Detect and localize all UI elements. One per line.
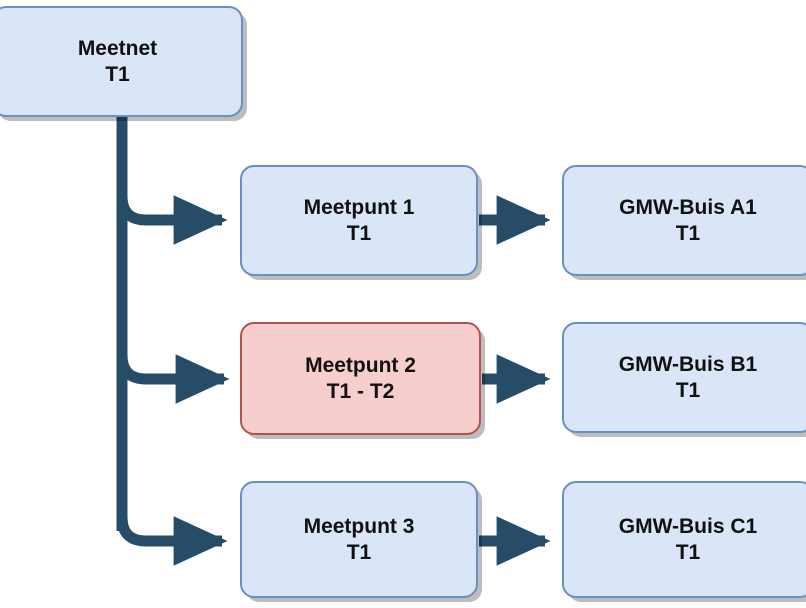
node-gmw-buis-a1-label: GMW-Buis A1 bbox=[619, 195, 757, 219]
node-meetnet-sublabel: T1 bbox=[105, 62, 130, 86]
connector-meetnet-to-meetpunt-1 bbox=[116, 195, 228, 245]
node-meetpunt-2-label: Meetpunt 2 bbox=[305, 353, 416, 377]
node-gmw-buis-b1[interactable]: GMW-Buis B1 T1 bbox=[562, 322, 806, 433]
node-meetpunt-1-label: Meetpunt 1 bbox=[303, 195, 415, 219]
connector-meetnet-to-meetpunt-2 bbox=[116, 354, 230, 404]
node-gmw-buis-c1[interactable]: GMW-Buis C1 T1 bbox=[562, 481, 806, 598]
node-meetpunt-3-sublabel: T1 bbox=[346, 540, 372, 564]
connector-meetnet-to-meetpunt-3 bbox=[116, 516, 228, 566]
node-gmw-buis-a1-sublabel: T1 bbox=[675, 221, 701, 245]
node-gmw-buis-b1-label: GMW-Buis B1 bbox=[618, 352, 758, 376]
node-gmw-buis-c1-sublabel: T1 bbox=[675, 540, 701, 564]
node-meetpunt-3[interactable]: Meetpunt 3 T1 bbox=[240, 481, 478, 598]
node-meetnet[interactable]: Meetnet T1 bbox=[0, 6, 243, 117]
node-meetpunt-2[interactable]: Meetpunt 2 T1 - T2 bbox=[240, 322, 481, 435]
node-meetpunt-3-label: Meetpunt 3 bbox=[303, 514, 415, 538]
node-meetpunt-2-sublabel: T1 - T2 bbox=[326, 379, 395, 403]
node-gmw-buis-a1[interactable]: GMW-Buis A1 T1 bbox=[562, 165, 806, 276]
node-meetnet-label: Meetnet bbox=[77, 36, 158, 60]
node-meetpunt-1[interactable]: Meetpunt 1 T1 bbox=[240, 165, 478, 276]
node-gmw-buis-c1-label: GMW-Buis C1 bbox=[618, 514, 758, 538]
node-gmw-buis-b1-sublabel: T1 bbox=[675, 378, 701, 402]
node-meetpunt-1-sublabel: T1 bbox=[346, 221, 372, 245]
